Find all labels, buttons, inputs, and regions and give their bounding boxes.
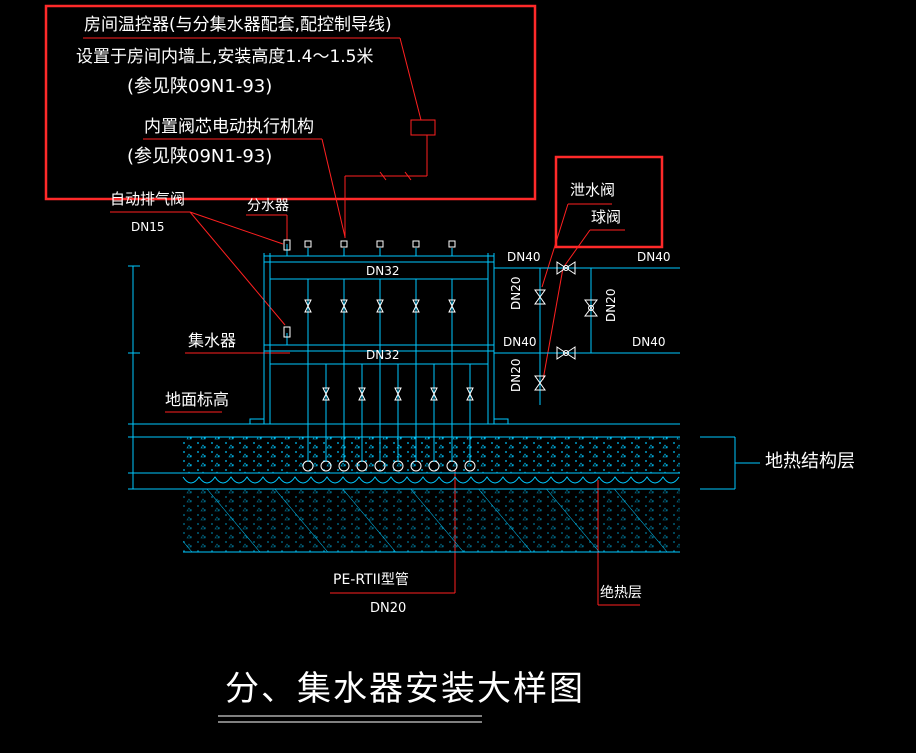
thermostat-note-line1: 房间温控器(与分集水器配套,配控制导线): [84, 15, 392, 35]
drawing-title: 分、集水器安装大样图: [225, 669, 585, 709]
return-out-size-right: DN40: [632, 335, 666, 349]
branch-valves: [304, 299, 474, 401]
control-wire: [344, 119, 436, 238]
supply-header-size: DN32: [366, 264, 400, 278]
pipe-type-label: PE-RTII型管: [333, 572, 409, 588]
actuator-reference: (参见陕09N1-93): [127, 146, 273, 167]
drain-valve-label: 泄水阀: [570, 181, 616, 199]
pipe-size-label: DN20: [370, 601, 407, 616]
return-out-size-left: DN40: [503, 335, 537, 349]
title-underline: [218, 715, 482, 723]
main-valves: [534, 261, 598, 391]
drain-valve-highlight-box: [554, 155, 664, 249]
drain-size-upper: DN20: [509, 276, 523, 311]
return-header-size: DN32: [366, 348, 400, 362]
actuator-heads: [283, 239, 456, 338]
thermostat-note-line2: 设置于房间内墙上,安装高度1.4～1.5米: [76, 47, 374, 67]
auto-air-vent-size: DN15: [131, 220, 165, 234]
supply-in-size-left: DN40: [507, 250, 541, 264]
bypass-size: DN20: [604, 288, 618, 323]
floor-heating-layers-label: 地热结构层: [765, 451, 855, 472]
ball-valve-label: 球阀: [591, 208, 622, 226]
supply-manifold-label: 分水器: [247, 198, 289, 214]
insulation-label: 绝热层: [600, 585, 642, 601]
manifold-assembly: [249, 244, 509, 462]
drain-size-lower: DN20: [509, 358, 523, 393]
supply-in-size-right: DN40: [637, 250, 671, 264]
auto-air-vent-label: 自动排气阀: [110, 190, 186, 208]
thermostat-highlight-box: [44, 4, 537, 201]
floor-level-label: 地面标高: [165, 390, 230, 409]
thermostat-reference: (参见陕09N1-93): [127, 76, 273, 97]
actuator-note: 内置阀芯电动执行机构: [144, 117, 314, 137]
return-manifold-label: 集水器: [188, 331, 237, 350]
floor-structure: [128, 265, 760, 553]
